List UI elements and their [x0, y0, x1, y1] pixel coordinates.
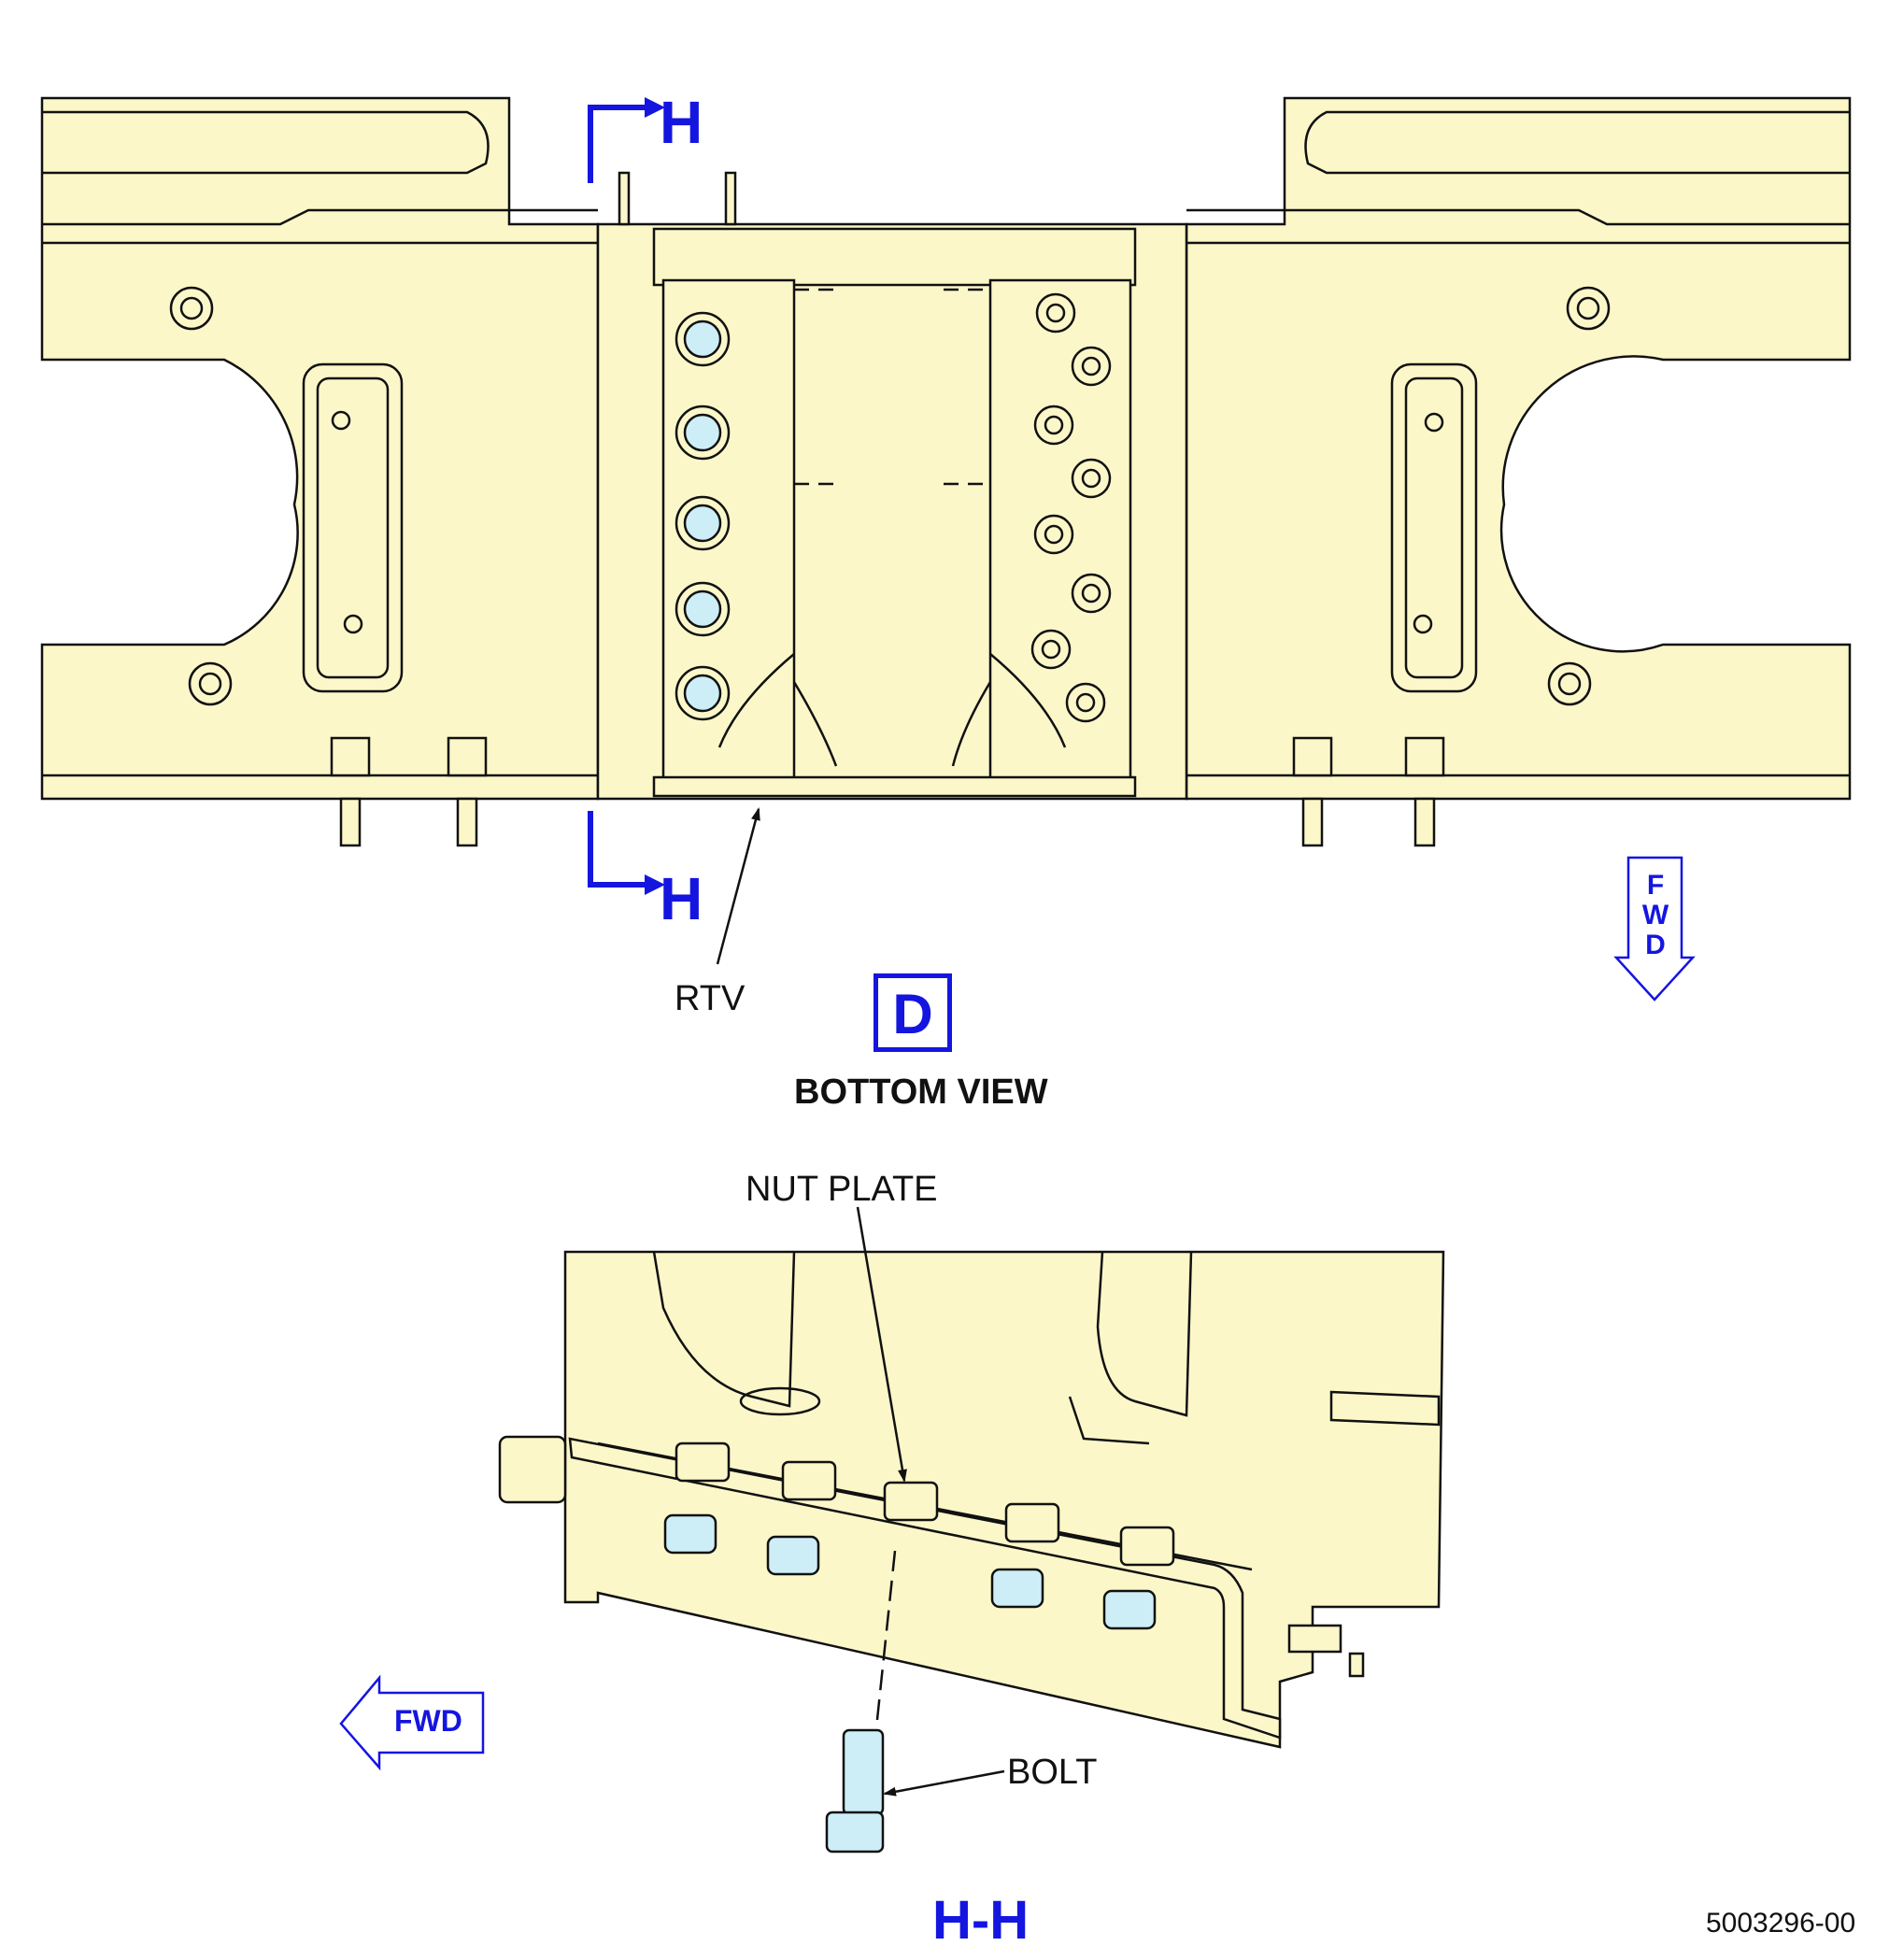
- nut-plate-label: NUT PLATE: [746, 1170, 938, 1209]
- right-slot-plate: [1390, 362, 1478, 693]
- bolt-label: BOLT: [1007, 1753, 1098, 1792]
- left-slot-plate: [302, 362, 404, 693]
- right-washers: [1030, 292, 1112, 723]
- rtv-leader: [716, 807, 760, 965]
- bolt-nuts: [663, 1513, 1157, 1630]
- bottom-view: [40, 96, 1852, 847]
- bottom-view-title: BOTTOM VIEW: [794, 1072, 1048, 1112]
- rtv-label: RTV: [675, 979, 746, 1018]
- beam-holes: [169, 286, 1611, 706]
- bolt-leader: [883, 1769, 1005, 1797]
- nut-plates: [675, 1442, 1175, 1567]
- nut-plate-flange: [568, 1437, 1282, 1740]
- fwd-letter-f: F: [1646, 870, 1665, 901]
- bottom-studs: [330, 736, 1445, 847]
- fwd-horizontal-label: FWD: [394, 1704, 462, 1738]
- nut-plate-leader: [856, 1206, 907, 1483]
- section-h-h-view: [498, 1250, 1445, 1749]
- right-beam: [1185, 96, 1852, 801]
- fwd-letter-w: W: [1641, 900, 1669, 930]
- section-title: H-H: [932, 1890, 1030, 1951]
- detail-letter-box: D: [873, 973, 952, 1052]
- bolt-exploded: [825, 1550, 897, 1853]
- fwd-arrow-vertical-shape: [1613, 856, 1696, 1001]
- section-marker-bottom: H: [660, 865, 703, 932]
- fwd-arrow-horizontal-shape: [339, 1674, 485, 1771]
- fwd-letter-d: D: [1645, 930, 1666, 960]
- section-cut-marks: [588, 105, 645, 888]
- document-number: 5003296-00: [1706, 1908, 1856, 1939]
- fwd-vertical-label: F W D: [1635, 871, 1676, 960]
- section-marker-top: H: [660, 89, 703, 156]
- frame-body: [563, 1250, 1445, 1749]
- bolt-heads-row: [675, 311, 731, 721]
